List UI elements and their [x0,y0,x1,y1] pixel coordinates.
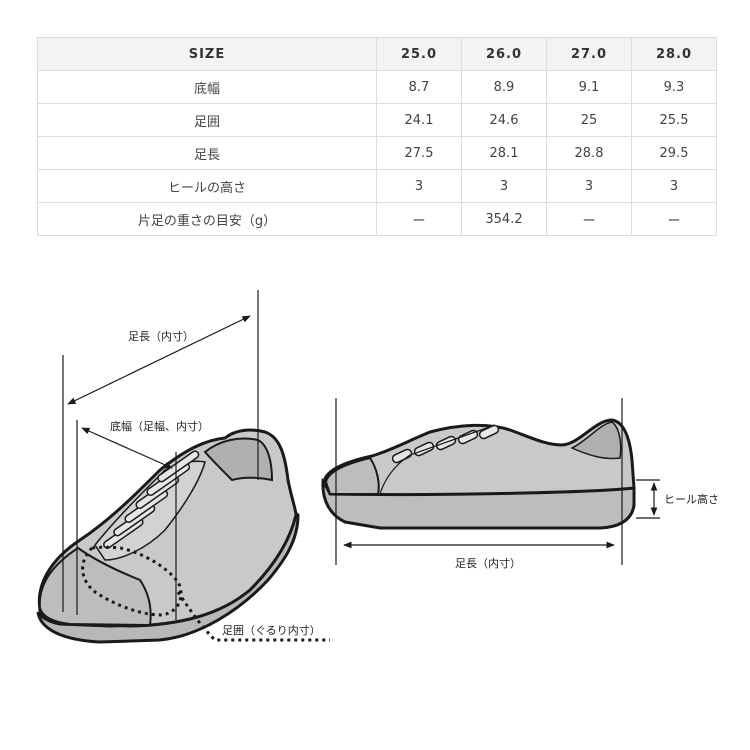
table-row: 足長 27.5 28.1 28.8 29.5 [37,136,717,170]
row-label: 足囲 [37,103,377,137]
size-table: SIZE 25.0 26.0 27.0 28.0 底幅 8.7 8.9 9.1 … [37,37,717,236]
table-cell: 9.3 [631,70,717,104]
table-cell: 28.1 [461,136,547,170]
length-label: 足長（内寸） [128,329,194,343]
table-cell: 25.5 [631,103,717,137]
table-row: ヒールの高さ 3 3 3 3 [37,169,717,203]
header-size: SIZE [37,37,377,71]
table-row: 片足の重さの目安（g） ー 354.2 ー ー [37,202,717,236]
width-label: 底幅（足幅、内寸） [110,419,209,433]
table-cell: 3 [461,169,547,203]
table-cell: 354.2 [461,202,547,236]
table-cell: ー [376,202,462,236]
right-shoe-laces [391,424,500,464]
shoe-side-illustration [321,418,636,530]
width-arrow [81,427,173,469]
header-size-28: 28.0 [631,37,717,71]
right-shoe-upper [322,418,636,497]
right-shoe-toe-cap [324,456,380,495]
heel-height-label: ヒール高さ [664,492,719,506]
side-length-label: 足長（内寸） [455,556,521,570]
right-shoe-eyelet-panel [379,424,496,495]
table-row: 足囲 24.1 24.6 25 25.5 [37,103,717,137]
table-cell: 25 [546,103,632,137]
length-arrow [67,315,251,405]
table-cell: 8.7 [376,70,462,104]
left-shoe-collar [203,437,274,482]
left-measurement-lines [62,290,259,620]
girth-label: 足囲（ぐるり内寸） [222,623,321,637]
row-label: 片足の重さの目安（g） [37,202,377,236]
table-header-row: SIZE 25.0 26.0 27.0 28.0 [37,37,717,71]
left-shoe-laces [103,450,200,549]
table-cell: 9.1 [546,70,632,104]
table-cell: ー [546,202,632,236]
table-row: 底幅 8.7 8.9 9.1 9.3 [37,70,717,104]
girth-dotted-line [81,545,330,642]
table-cell: 29.5 [631,136,717,170]
row-label: 足長 [37,136,377,170]
right-measurement-lines [335,398,660,565]
shoe-perspective-illustration [36,428,330,644]
table-cell: ー [631,202,717,236]
table-cell: 3 [546,169,632,203]
table-cell: 8.9 [461,70,547,104]
left-shoe-toe-cap [38,546,152,627]
right-shoe-heel-tab [570,421,622,460]
row-label: ヒールの高さ [37,169,377,203]
